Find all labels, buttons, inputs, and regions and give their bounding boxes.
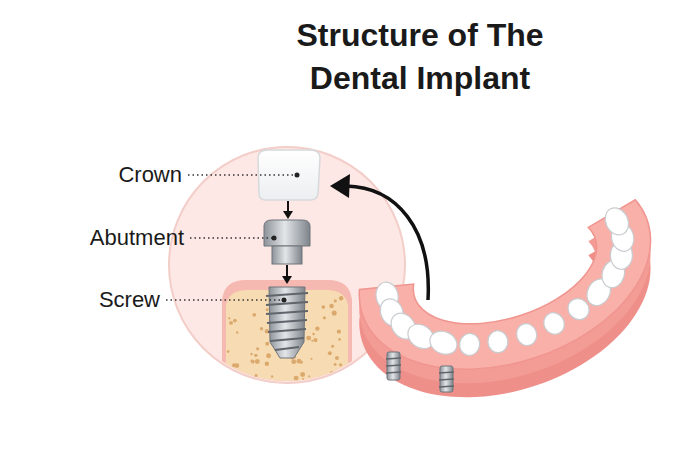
bone-dot <box>229 321 233 325</box>
bone-dot <box>315 326 319 330</box>
bone-dot <box>329 304 334 309</box>
jaw-implants <box>386 352 454 392</box>
bone-dot <box>240 378 242 380</box>
bone-dot <box>227 350 230 353</box>
bone-dot <box>236 331 238 333</box>
screw-threads <box>266 293 308 350</box>
bone-dot <box>255 374 258 377</box>
bone-dot <box>233 319 237 323</box>
bone-dot <box>308 375 310 377</box>
bone-dot <box>331 345 334 348</box>
tooth <box>601 204 633 239</box>
tooth <box>540 309 569 338</box>
bone-dot <box>332 310 337 315</box>
gum-tissue <box>222 280 352 390</box>
tooth <box>458 332 482 357</box>
bone-dot <box>330 371 335 376</box>
bone-dot <box>236 384 239 387</box>
bone-dot <box>252 313 256 317</box>
bone-dot <box>266 308 269 311</box>
part-label: Abutment <box>90 226 184 250</box>
bone-dot <box>335 356 339 360</box>
bone-dot <box>338 338 341 341</box>
tooth <box>514 321 540 348</box>
bone-dot <box>306 336 311 341</box>
bone-dot <box>260 327 263 330</box>
assembly-arrows <box>282 201 293 284</box>
bone-dot <box>310 358 312 360</box>
bone-dot <box>311 340 313 342</box>
bone-dot <box>323 316 326 319</box>
bone-dot <box>339 296 343 300</box>
tooth <box>426 327 461 358</box>
bone-dot <box>337 330 341 334</box>
abutment-part <box>264 220 310 264</box>
bone-dot <box>334 363 337 366</box>
leader-dots <box>272 173 300 303</box>
teeth-row <box>370 203 657 387</box>
bone-dot <box>228 317 230 319</box>
diagram-title: Structure of The Dental Implant <box>265 14 575 100</box>
bone-dot <box>313 338 317 342</box>
bone-dot <box>250 353 252 355</box>
jaw-gum <box>355 198 677 405</box>
bone-dot <box>330 374 335 379</box>
leader-lines <box>166 175 295 300</box>
zoom-arrow <box>330 174 428 300</box>
bone-dot <box>321 305 325 309</box>
bone-section <box>222 280 352 390</box>
tooth <box>487 330 508 353</box>
bone-dot <box>227 377 230 380</box>
part-label: Screw <box>99 288 160 312</box>
bone-dot <box>334 299 337 302</box>
bone-dot <box>294 376 299 381</box>
bone-dot <box>254 354 257 357</box>
bone-dot <box>271 375 273 377</box>
bone-dot <box>266 353 271 358</box>
bone-dot <box>251 360 255 364</box>
bone-dot <box>296 359 301 364</box>
bone-dot <box>262 382 267 387</box>
jaw-side <box>355 212 677 418</box>
bone-dot <box>250 360 253 363</box>
bone-dot <box>302 378 304 380</box>
implant-screw <box>266 287 308 358</box>
bone-dot <box>256 347 259 350</box>
bone-dot <box>312 333 315 336</box>
bone-dot <box>300 372 305 377</box>
bone-dot <box>339 363 342 366</box>
bone-dot <box>265 342 269 346</box>
part-label: Crown <box>118 163 182 187</box>
bone-dot <box>328 351 332 355</box>
bone-dot <box>265 361 269 365</box>
bone-dot <box>334 376 338 380</box>
bone-dot <box>235 363 240 368</box>
bone-dot <box>255 359 260 364</box>
crown-part <box>258 150 320 200</box>
bone-dot <box>291 359 296 364</box>
